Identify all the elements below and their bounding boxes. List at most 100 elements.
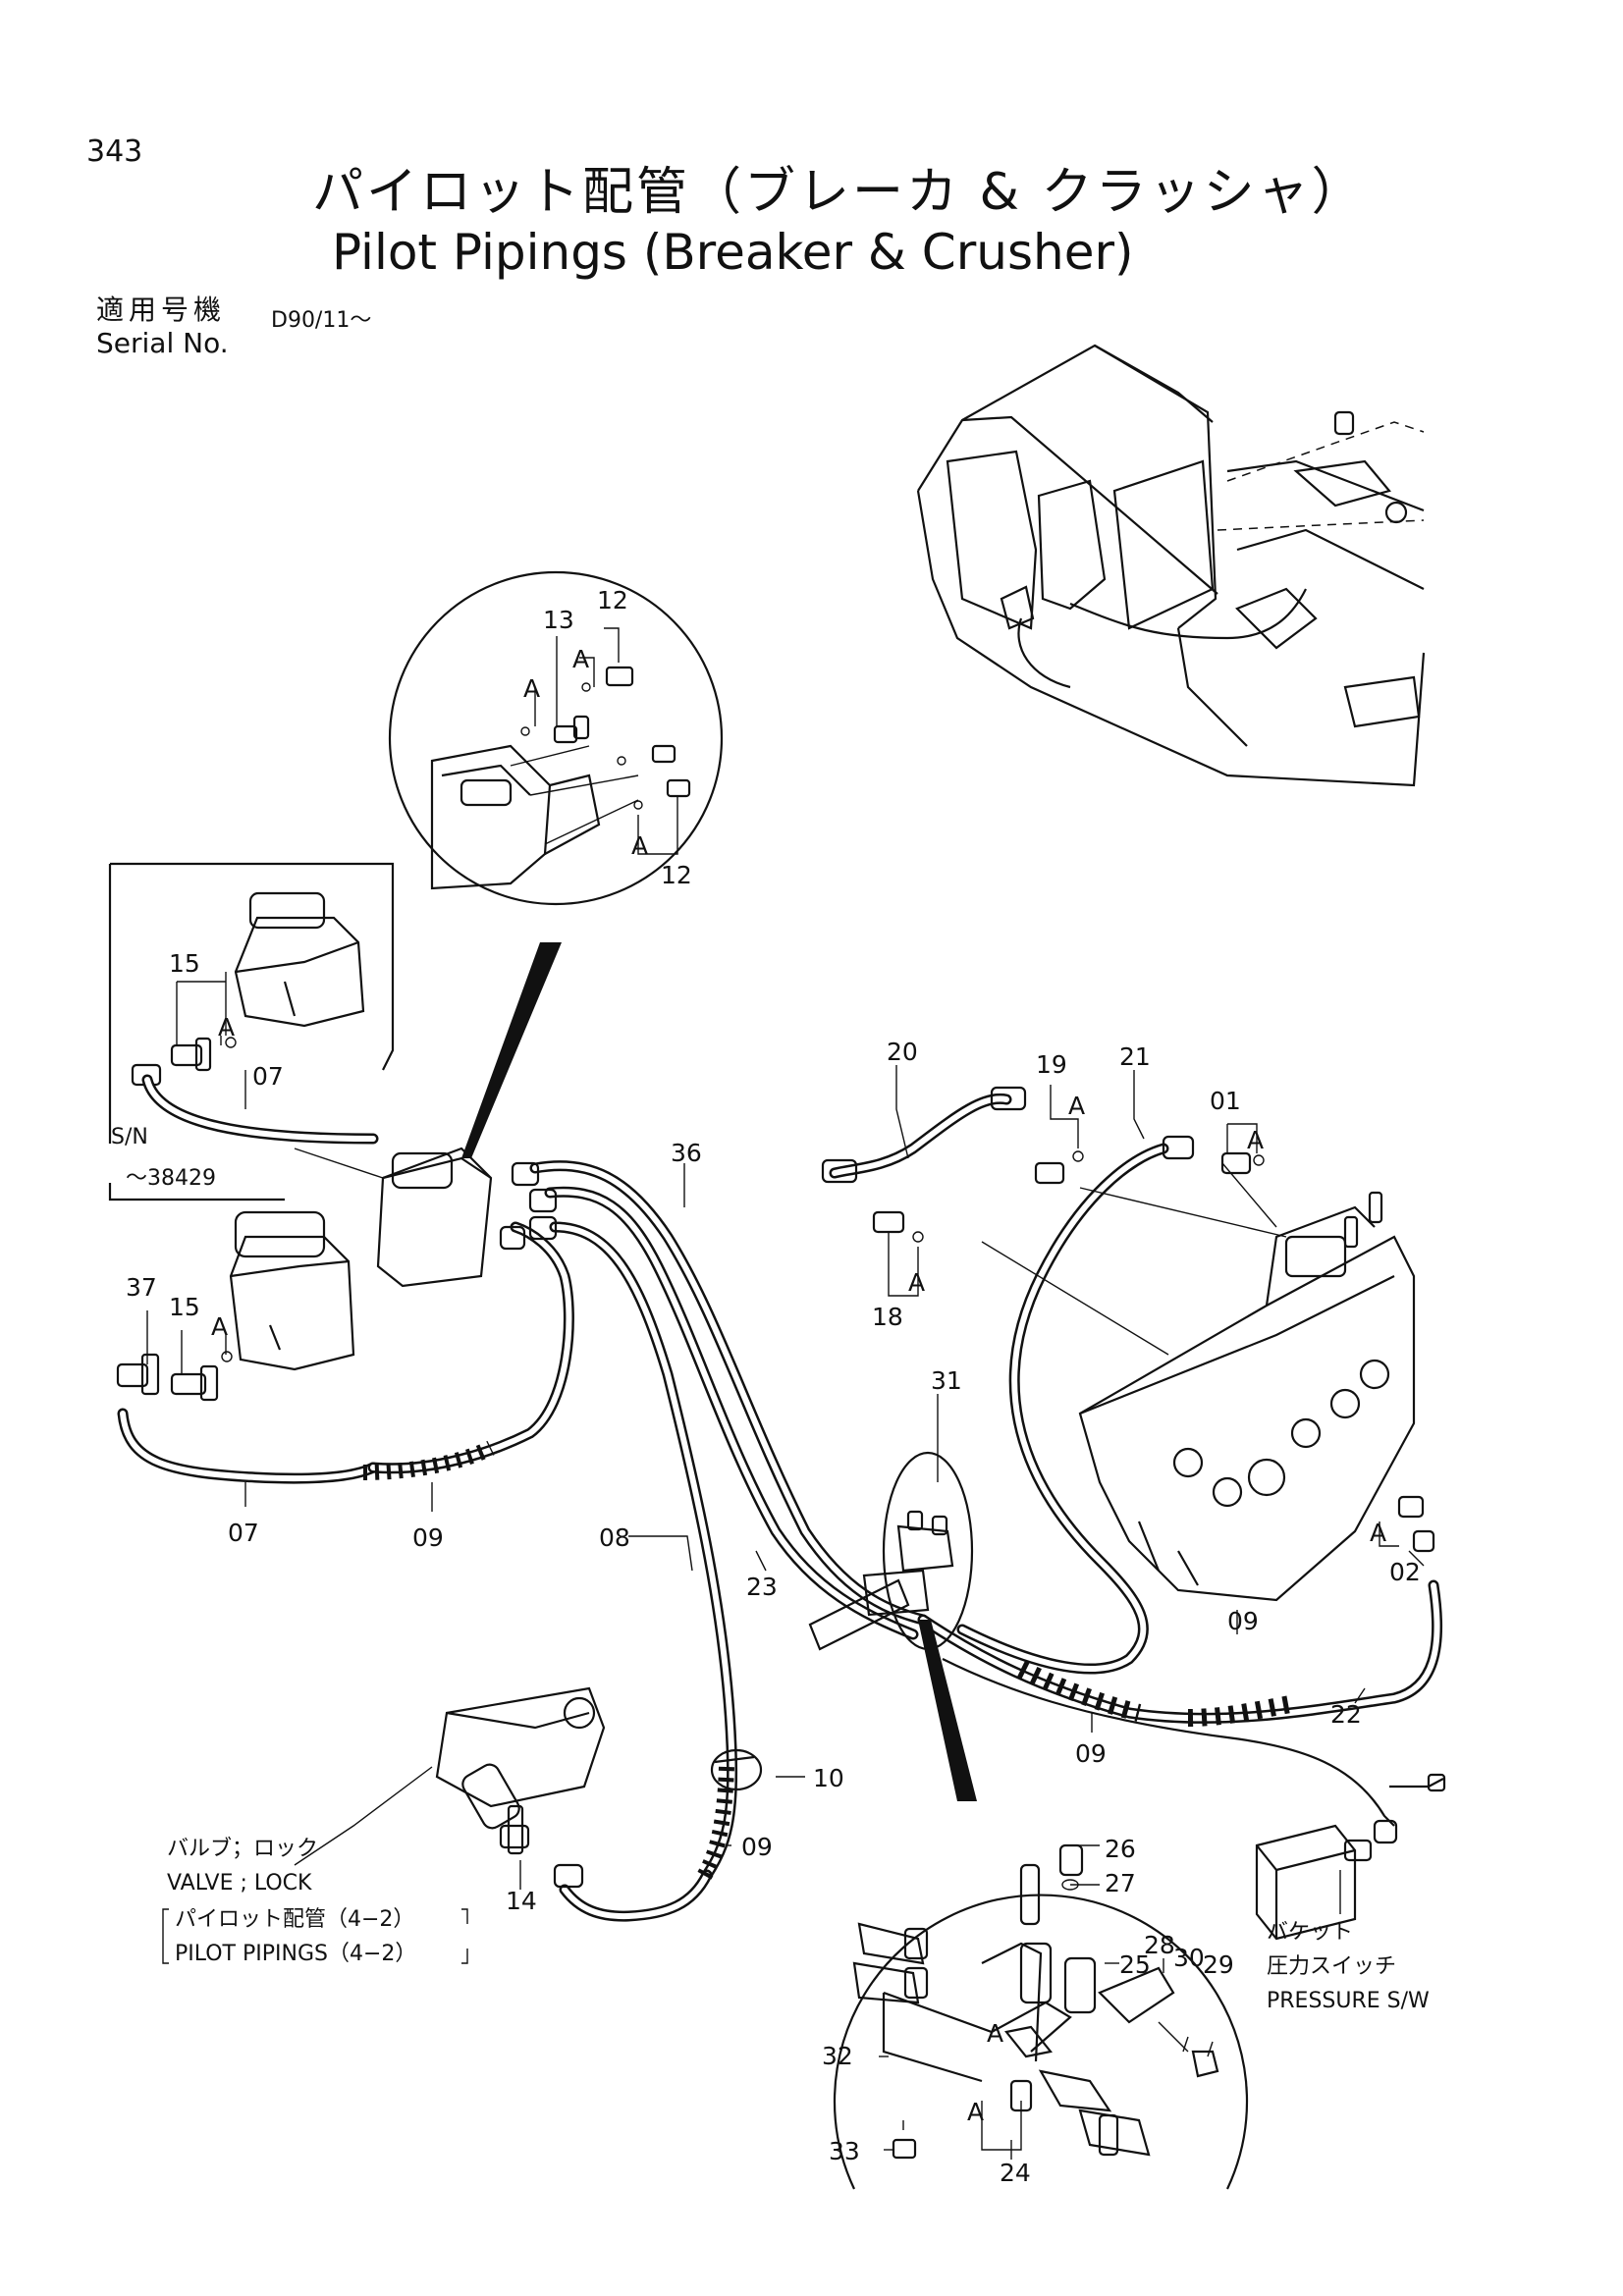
control-valve-assembly	[981, 1162, 1435, 1602]
valve-lock-label-ja: バルブ；ロック	[167, 1837, 318, 1861]
callout-33: 33	[829, 2137, 860, 2165]
inset-serial-label: S/N	[111, 1125, 148, 1149]
callout-25: 25	[1119, 1950, 1151, 1979]
fitting-18	[872, 1210, 905, 1234]
connection-mark-a: A	[987, 2019, 1003, 2048]
title-japanese: パイロット配管（ブレーカ & クラッシャ）	[312, 163, 1366, 222]
hose-07	[117, 1408, 379, 1484]
valve-lock-label-en: VALVE ; LOCK	[167, 1871, 312, 1896]
fitting-37-elbow	[116, 1353, 160, 1396]
pressure-switch-box	[1255, 1819, 1398, 1941]
hose-end-fitting	[528, 1215, 558, 1241]
pilot-piping-ref-en: PILOT PIPINGS（4−2）	[175, 1942, 416, 1966]
callout-14: 14	[506, 1887, 537, 1915]
callout-15: 15	[169, 949, 200, 978]
hose-08	[549, 1221, 738, 1881]
callout-02: 02	[1389, 1558, 1421, 1586]
callout-28: 28	[1144, 1931, 1175, 1959]
pilot-piping-ref-ja: パイロット配管（4−2）	[175, 1907, 414, 1932]
callout-37: 37	[126, 1273, 157, 1302]
reference-bracket	[162, 1908, 468, 1964]
callout-22: 22	[1330, 1700, 1362, 1729]
annotation-notes: S/N ～38429 バルブ；ロック VALVE ; LOCK パイロット配管（…	[111, 1125, 1430, 2013]
callout-numbers: 13 12 12 15 07 36 37 15 07 09 08 23 20 1…	[126, 586, 1421, 2187]
callout-31: 31	[931, 1366, 962, 1395]
connection-mark-a: A	[967, 2098, 984, 2126]
connection-mark-a: A	[1247, 1126, 1264, 1154]
fitting-15-lower	[170, 1364, 219, 1402]
connection-mark-a: A	[908, 1268, 925, 1297]
callout-10: 10	[813, 1764, 844, 1792]
callout-12: 12	[661, 861, 692, 889]
callout-pointer-wedge	[461, 942, 562, 1158]
page-number: 343	[86, 134, 143, 169]
connection-mark-a: A	[523, 674, 540, 703]
hose-09-lock-valve	[559, 1766, 734, 1922]
callout-27: 27	[1105, 1869, 1136, 1897]
callout-29: 29	[1203, 1950, 1234, 1979]
inset-serial-range: ～38429	[126, 1166, 216, 1191]
connection-mark-a: A	[631, 831, 648, 860]
connection-mark-a: A	[1068, 1092, 1085, 1120]
fitting-01	[1220, 1151, 1252, 1175]
serial-number-value: D90/11～	[271, 308, 372, 333]
callout-07: 07	[228, 1519, 259, 1547]
callout-23: 23	[746, 1573, 778, 1601]
bucket-label-ja: バケット	[1267, 1920, 1353, 1945]
callout-07: 07	[252, 1062, 284, 1091]
detail-circle-pilot-valve-fittings	[388, 570, 724, 906]
callout-30: 30	[1173, 1944, 1205, 1972]
connection-mark-a: A	[218, 1013, 235, 1041]
hose-end-fitting	[511, 1161, 540, 1187]
o-ring	[1072, 1150, 1084, 1162]
clamp-10	[710, 1748, 763, 1791]
callout-09: 09	[1227, 1607, 1259, 1635]
hose-end-fitting	[528, 1188, 558, 1213]
callout-20: 20	[887, 1038, 918, 1066]
pressure-switch-label-en: PRESSURE S/W	[1267, 1989, 1430, 2013]
callout-21: 21	[1119, 1042, 1151, 1071]
hose-22-09-right	[917, 1579, 1443, 1727]
pressure-switch-label-ja: 圧力スイッチ	[1267, 1954, 1396, 1979]
callout-pointer-wedge	[918, 1620, 977, 1801]
connection-mark-a: A	[211, 1312, 228, 1341]
hose-09-protector-left	[362, 1221, 574, 1480]
o-ring	[1253, 1154, 1265, 1166]
fitting-02-elbow	[1397, 1495, 1435, 1553]
callout-36: 36	[671, 1139, 702, 1167]
callout-13: 13	[543, 606, 574, 634]
pilot-valve-block	[294, 1147, 493, 1288]
callout-01: 01	[1210, 1087, 1241, 1115]
fitting-14-tee	[499, 1804, 530, 1855]
fitting-12-connector	[605, 666, 691, 798]
excavator-cab-illustration	[916, 344, 1426, 787]
detail-circle-pressure-switch-block	[833, 1843, 1249, 2190]
inset-box-early-serial	[108, 862, 395, 1201]
hose-end-fitting	[499, 1225, 526, 1251]
callout-26: 26	[1105, 1835, 1136, 1863]
fitting-21-end	[1162, 1135, 1195, 1160]
hose-20	[821, 1086, 1027, 1184]
inset-fitting-15	[170, 1037, 212, 1072]
connection-marks: A A A A A A A A A A A	[211, 645, 1386, 2126]
callout-18: 18	[872, 1303, 903, 1331]
callout-09: 09	[1075, 1739, 1107, 1768]
pilot-control-unit	[116, 1210, 355, 1402]
fitting-13-elbow	[553, 715, 590, 744]
callout-32: 32	[822, 2042, 853, 2070]
callout-09: 09	[741, 1833, 773, 1861]
callout-12: 12	[597, 586, 628, 614]
leader-lines	[146, 1036, 1425, 2160]
callout-19: 19	[1036, 1050, 1067, 1079]
connection-mark-a: A	[572, 645, 589, 673]
serial-label-english: Serial No.	[96, 327, 229, 359]
pressure-switch-wire	[942, 1658, 1446, 1827]
serial-label-japanese: 適用号機	[96, 294, 227, 326]
callout-09: 09	[412, 1523, 444, 1552]
connection-mark-a: A	[1370, 1519, 1386, 1547]
lock-valve	[435, 1686, 606, 1889]
callout-08: 08	[599, 1523, 630, 1552]
callout-24: 24	[1000, 2159, 1031, 2187]
